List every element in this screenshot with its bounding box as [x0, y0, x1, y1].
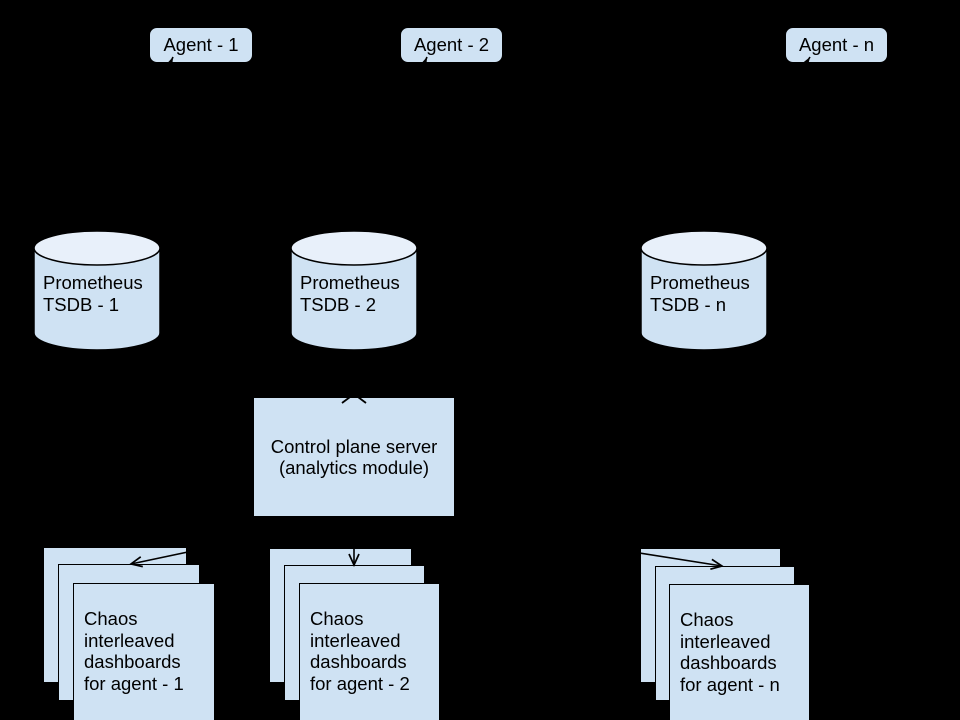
control-plane-box: Control plane server (analytics module): [254, 398, 454, 516]
dashboards-2-label: Chaos interleaved dashboards for agent -…: [310, 608, 410, 694]
stack-sheet-front: Chaos interleaved dashboards for agent -…: [73, 583, 215, 720]
control-plane-label: Control plane server (analytics module): [270, 435, 438, 479]
database-cylinder-icon: [33, 230, 161, 351]
tsdb-n-label: Prometheus TSDB - n: [650, 272, 750, 315]
agent-1-label: Agent - 1: [163, 34, 239, 56]
database-cylinder-icon: [290, 230, 418, 351]
stack-sheet-front: Chaos interleaved dashboards for agent -…: [299, 583, 440, 720]
agent-n-label: Agent - n: [798, 34, 875, 56]
tsdb-cylinder-n: [640, 230, 768, 351]
dashboards-1-label: Chaos interleaved dashboards for agent -…: [84, 608, 184, 694]
agent-2-label: Agent - 2: [413, 34, 490, 56]
dashboards-n-label: Chaos interleaved dashboards for agent -…: [680, 609, 780, 695]
agent-box-2: Agent - 2: [400, 27, 503, 63]
stack-sheet-front: Chaos interleaved dashboards for agent -…: [669, 584, 810, 720]
tsdb-2-label: Prometheus TSDB - 2: [300, 272, 400, 315]
database-cylinder-icon: [640, 230, 768, 351]
tsdb-cylinder-2: [290, 230, 418, 351]
tsdb-cylinder-1: [33, 230, 161, 351]
tsdb-1-label: Prometheus TSDB - 1: [43, 272, 143, 315]
agent-box-1: Agent - 1: [149, 27, 253, 63]
arrow-tsdbn-to-agentn: [703, 56, 811, 229]
agent-box-n: Agent - n: [785, 27, 888, 63]
arrow-tsdb2-to-agent2: [353, 56, 428, 229]
arrow-tsdb1-to-agent1: [96, 56, 174, 229]
